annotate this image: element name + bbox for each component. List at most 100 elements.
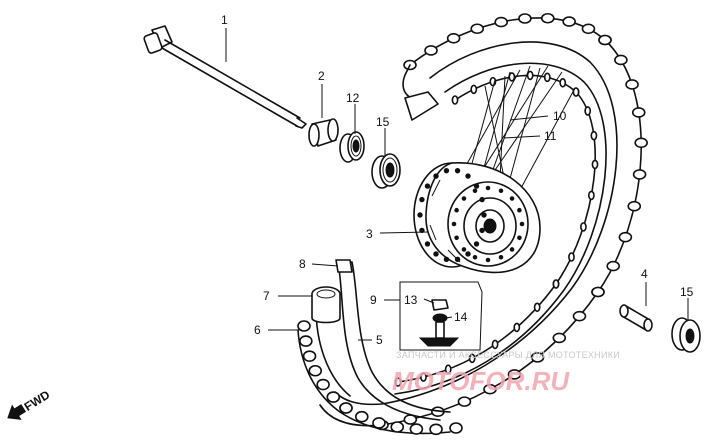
hub-hole xyxy=(485,185,491,191)
tire-section-left xyxy=(297,307,463,436)
tread-knob xyxy=(483,383,497,395)
tread-knob xyxy=(581,23,596,35)
spoke-nipple xyxy=(468,353,476,364)
callout-8: 8 xyxy=(299,257,306,271)
callout-3: 3 xyxy=(366,227,373,241)
tread-knob xyxy=(530,352,545,363)
spoke-nipple xyxy=(470,84,478,95)
tire xyxy=(319,12,648,431)
callout-labels: 1 2 12 15 3 4 15 10 11 8 7 6 5 9 13 14 xyxy=(221,13,694,347)
tread-knob xyxy=(631,107,646,118)
distance-collar-4 xyxy=(619,304,653,332)
tread-knob xyxy=(625,79,639,90)
tread-knob xyxy=(507,369,522,380)
hub-hole xyxy=(519,221,525,227)
callout-15-top: 15 xyxy=(376,115,390,129)
tread-knob xyxy=(540,12,555,24)
leader-lines xyxy=(225,28,689,341)
tread-knob xyxy=(429,423,443,436)
hub-hole xyxy=(433,173,439,179)
hub-hole xyxy=(454,167,461,174)
tread-knob xyxy=(299,335,313,347)
tread-knob xyxy=(606,260,621,272)
dust-seal-15-right xyxy=(671,317,701,353)
callout-2: 2 xyxy=(318,69,325,83)
dust-seal-15-top xyxy=(371,153,401,189)
tread-knob xyxy=(409,423,424,435)
spoke-nipple xyxy=(508,72,516,82)
watermark-brand: MOTOFOR.RU xyxy=(392,366,570,396)
spoke-nipple xyxy=(584,106,592,116)
spoke-nipple xyxy=(590,130,598,141)
wheel-hub xyxy=(413,162,541,274)
callout-13: 13 xyxy=(404,293,418,307)
hub-hole xyxy=(465,173,471,179)
callout-1: 1 xyxy=(221,13,228,27)
spoke-nipple xyxy=(394,377,402,387)
valve-stem xyxy=(435,321,445,339)
tread-knob xyxy=(618,231,633,243)
hub-hole xyxy=(443,256,450,263)
axle-collar xyxy=(308,118,339,147)
hub-hole xyxy=(424,183,431,189)
hub-hole xyxy=(473,183,480,189)
callout-6: 6 xyxy=(254,323,261,337)
callout-7: 7 xyxy=(263,289,270,303)
watermark-tagline: ЗАПЧАСТИ И АКСЕССУАРЫ ДЛЯ МОТОТЕХНИКИ xyxy=(396,350,620,360)
tread-knob xyxy=(449,422,463,434)
hub-hole xyxy=(472,188,478,194)
tread-knob xyxy=(470,23,485,35)
callout-4: 4 xyxy=(641,267,648,281)
hub-hole xyxy=(517,235,522,241)
hub-hole xyxy=(472,254,478,260)
tread-knob xyxy=(632,169,647,180)
spoke-nipple xyxy=(587,190,595,201)
tire-tread xyxy=(375,12,648,431)
spoke-nipple xyxy=(451,95,459,105)
tire-tread-left xyxy=(297,320,463,436)
hub-hole xyxy=(451,221,457,227)
tread-knob xyxy=(424,45,438,56)
spoke-nipple xyxy=(559,77,567,88)
tread-knob xyxy=(390,421,405,433)
tread-knob xyxy=(494,16,508,28)
hub-hole xyxy=(461,247,467,252)
hub-hole xyxy=(419,196,425,203)
hub-hole xyxy=(485,257,491,263)
hub-hole xyxy=(479,227,485,234)
tread-knob xyxy=(302,350,317,362)
forward-arrow-icon xyxy=(7,404,27,420)
spoke-nipple xyxy=(552,279,560,289)
spoke-nipple xyxy=(533,302,541,313)
axle xyxy=(143,25,307,129)
callout-11: 11 xyxy=(544,129,557,143)
tread-knob xyxy=(552,332,567,344)
spoke-nipple xyxy=(420,372,427,382)
hub-hole xyxy=(433,251,439,257)
hub-hole xyxy=(454,207,459,213)
callout-14: 14 xyxy=(454,310,468,324)
spoke-nipple xyxy=(580,222,587,232)
hub-hole xyxy=(481,212,487,218)
callout-12: 12 xyxy=(346,91,360,105)
valve-cap-13 xyxy=(431,299,449,311)
spoke-nipple xyxy=(491,339,499,350)
hub-hole xyxy=(498,188,504,194)
hub-hole xyxy=(443,167,450,174)
hub-hole xyxy=(498,254,504,260)
watermark: ЗАПЧАСТИ И АКСЕССУАРЫ ДЛЯ МОТОТЕХНИКИ MO… xyxy=(392,350,620,396)
hub-flange-holes-inner xyxy=(451,185,525,263)
tread-knob xyxy=(297,320,311,332)
tread-knob xyxy=(372,417,386,429)
tread-knob xyxy=(308,364,323,377)
tread-knob xyxy=(457,396,472,407)
valve-base xyxy=(418,337,460,347)
hub-hole xyxy=(417,212,423,218)
tread-knob xyxy=(446,32,461,44)
forward-direction-indicator: FWD xyxy=(7,387,53,420)
hub-hole xyxy=(424,241,431,247)
tread-knob xyxy=(627,200,642,212)
spoke-nipple xyxy=(591,159,599,170)
